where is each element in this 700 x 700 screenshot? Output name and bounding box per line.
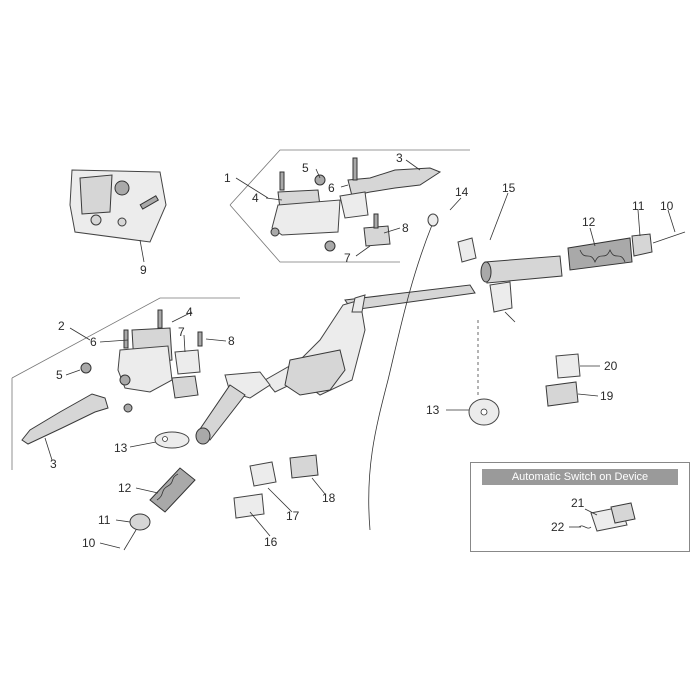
switch-group-left	[233, 454, 319, 519]
callout-4: 4	[252, 191, 259, 205]
callout-6-left: 6	[90, 335, 97, 349]
callout-12-left: 12	[118, 481, 132, 495]
washer-right	[468, 398, 500, 426]
callout-7-left: 7	[178, 325, 185, 339]
callout-3: 3	[396, 151, 403, 165]
callout-11-left: 11	[98, 513, 111, 527]
callout-22: 22	[551, 520, 565, 534]
callout-6: 6	[328, 181, 335, 195]
callout-7: 7	[344, 251, 351, 265]
callout-21: 21	[571, 496, 585, 510]
left-grip	[123, 467, 196, 551]
callout-5: 5	[302, 161, 309, 175]
callout-19: 19	[600, 389, 614, 403]
throttle-control-assembly	[427, 213, 563, 323]
callout-12: 12	[582, 215, 596, 229]
callout-11: 11	[632, 199, 645, 213]
right-grip	[567, 231, 686, 271]
callout-9: 9	[140, 263, 147, 277]
clamp-inset-detail	[69, 169, 167, 243]
callout-14: 14	[455, 185, 469, 199]
callout-5-left: 5	[56, 368, 63, 382]
callout-15: 15	[502, 181, 516, 195]
callout-17: 17	[286, 509, 300, 523]
callout-10: 10	[660, 199, 674, 213]
assembly-1-frame	[229, 149, 470, 263]
brake-pump-right	[270, 157, 442, 252]
callout-20: 20	[604, 359, 618, 373]
callout-2: 2	[58, 319, 65, 333]
automatic-switch-legend: Automatic Switch on Device 21 22	[470, 462, 690, 552]
brake-pump-left	[80, 309, 203, 413]
callout-leaders	[44, 159, 676, 549]
legend-title: Automatic Switch on Device	[482, 469, 678, 485]
callout-18: 18	[322, 491, 336, 505]
washer-left	[154, 431, 190, 449]
throttle-cable	[368, 224, 433, 531]
callout-4-left: 4	[186, 305, 193, 319]
switch-group-right	[545, 353, 581, 407]
callout-8-left: 8	[228, 334, 235, 348]
legend-drawing: 21 22	[551, 496, 636, 534]
handlebar-frame	[195, 284, 476, 445]
callout-1: 1	[224, 171, 231, 185]
callout-3-left: 3	[50, 457, 57, 471]
assembly-2-frame	[11, 297, 240, 470]
callout-8: 8	[402, 221, 409, 235]
callout-13-left: 13	[114, 441, 128, 455]
brake-lever-left	[21, 393, 109, 445]
callout-10-left: 10	[82, 536, 96, 550]
callout-16: 16	[264, 535, 278, 549]
callout-labels: 1 4 5 6 3 8 7 14 15 12 11 10 9 2 6 4 7 8…	[50, 151, 674, 550]
callout-13-right: 13	[426, 403, 440, 417]
